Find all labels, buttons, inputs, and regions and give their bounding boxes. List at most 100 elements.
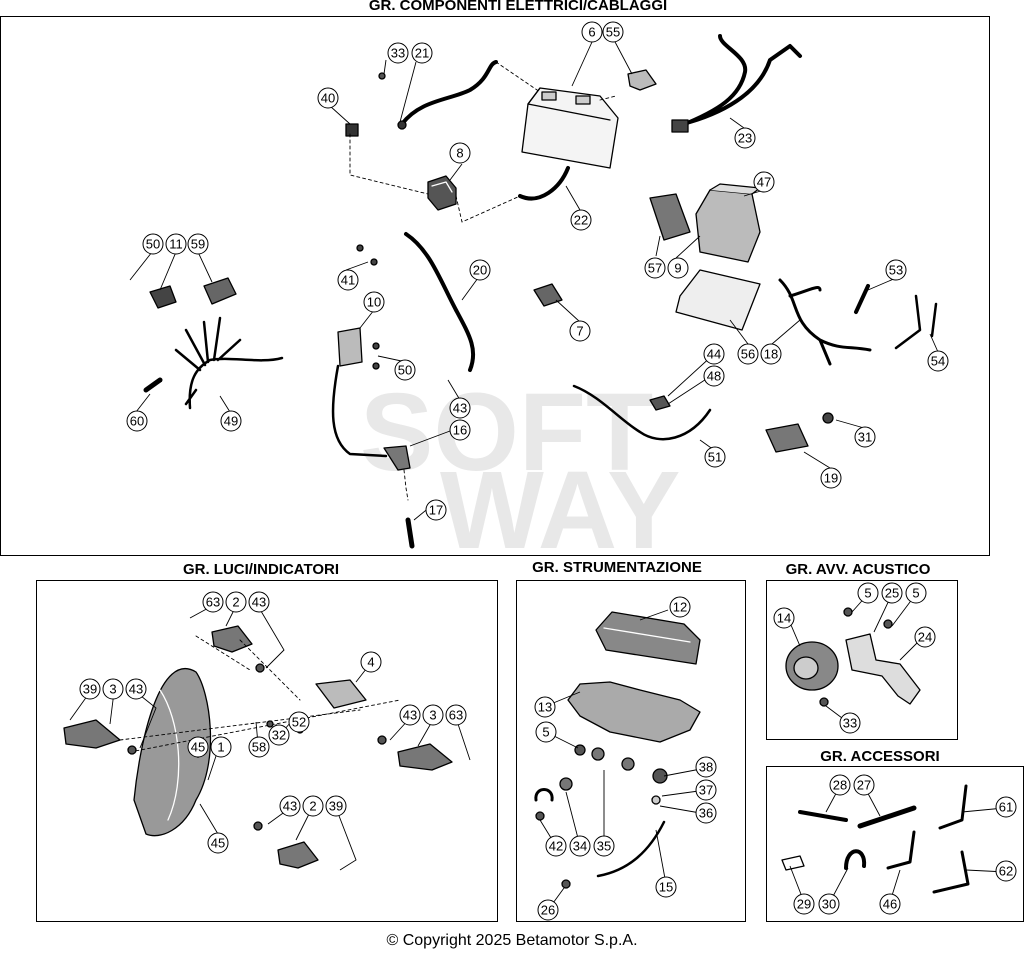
part-callout: 61 xyxy=(995,796,1017,818)
ecu-bracket-56 xyxy=(675,269,761,331)
callout-circle xyxy=(914,626,936,648)
part-callout: 37 xyxy=(695,779,717,801)
part-callout: 31 xyxy=(854,426,876,448)
callout-label: 19 xyxy=(824,471,838,486)
callout-circle xyxy=(995,860,1017,882)
part-callout: 9 xyxy=(667,257,689,279)
fuse-box-7 xyxy=(533,283,563,307)
callout-circle xyxy=(165,233,187,255)
callout-label: 5 xyxy=(864,586,871,601)
part-callout: 17 xyxy=(425,499,447,521)
harness-18 xyxy=(778,278,872,366)
callout-label: 56 xyxy=(741,347,755,362)
callout-label: 57 xyxy=(648,261,662,276)
plate-light xyxy=(315,679,367,709)
relay-19 xyxy=(765,423,809,453)
callout-label: 46 xyxy=(883,897,897,912)
callout-circle xyxy=(695,779,717,801)
part-callout: 45 xyxy=(187,736,209,758)
callout-label: 38 xyxy=(699,760,713,775)
part-callout: 38 xyxy=(695,756,717,778)
part-callout: 56 xyxy=(737,343,759,365)
part-callout: 34 xyxy=(569,835,591,857)
callout-label: 40 xyxy=(321,91,335,106)
callout-label: 37 xyxy=(699,783,713,798)
part-callout: 18 xyxy=(760,343,782,365)
callout-label: 49 xyxy=(224,414,238,429)
battery-cable-21 xyxy=(400,60,498,126)
battery xyxy=(521,87,619,169)
callout-circle xyxy=(425,499,447,521)
callout-circle xyxy=(569,835,591,857)
callout-label: 11 xyxy=(169,237,183,252)
tool-27 xyxy=(857,805,917,829)
part-callout: 27 xyxy=(853,774,875,796)
mount-40 xyxy=(345,123,359,137)
callout-circle xyxy=(839,712,861,734)
callout-circle xyxy=(225,591,247,613)
part-callout: 22 xyxy=(570,209,592,231)
callout-circle xyxy=(703,365,725,387)
callout-label: 20 xyxy=(473,263,487,278)
callout-label: 10 xyxy=(367,295,381,310)
watermark: SOFT WAY xyxy=(360,371,680,572)
part-callout: 35 xyxy=(593,835,615,857)
callout-circle xyxy=(753,171,775,193)
callout-circle xyxy=(537,899,559,921)
callout-circle xyxy=(207,832,229,854)
callout-circle xyxy=(793,893,815,915)
callout-circle xyxy=(210,736,232,758)
tool-46 xyxy=(886,830,916,870)
part-callout: 58 xyxy=(248,736,270,758)
clip-29 xyxy=(781,855,805,871)
callout-circle xyxy=(363,291,385,313)
callout-label: 43 xyxy=(252,595,266,610)
part-callout: 63 xyxy=(202,591,224,613)
part-callout: 3 xyxy=(102,678,124,700)
callout-circle xyxy=(853,774,875,796)
horn-title: GR. AVV. ACUSTICO xyxy=(785,561,931,578)
part-callout: 11 xyxy=(165,233,187,255)
callout-label: 1 xyxy=(217,740,224,755)
bracket-48 xyxy=(649,395,671,411)
callout-label: 3 xyxy=(429,708,436,723)
callout-label: 44 xyxy=(707,347,721,362)
harness-23 xyxy=(678,34,802,128)
callout-circle xyxy=(535,721,557,743)
callout-label: 32 xyxy=(272,728,286,743)
part-callout: 40 xyxy=(317,87,339,109)
part-callout: 54 xyxy=(927,350,949,372)
callout-label: 52 xyxy=(292,715,306,730)
callout-circle xyxy=(593,835,615,857)
callout-circle xyxy=(570,209,592,231)
battery-terminal-cover xyxy=(627,69,657,91)
callout-label: 18 xyxy=(764,347,778,362)
instrument-cluster xyxy=(595,611,701,665)
part-callout: 2 xyxy=(225,591,247,613)
callout-label: 59 xyxy=(191,237,205,252)
part-callout: 2 xyxy=(302,795,324,817)
callout-label: 51 xyxy=(708,450,722,465)
part-callout: 10 xyxy=(363,291,385,313)
part-callout: 25 xyxy=(881,582,903,604)
part-callout: 15 xyxy=(655,876,677,898)
callout-label: 48 xyxy=(707,369,721,384)
callout-circle xyxy=(669,596,691,618)
callout-circle xyxy=(829,774,851,796)
callout-circle xyxy=(268,724,290,746)
callout-circle xyxy=(905,582,927,604)
ecu-assembly xyxy=(649,183,761,263)
callout-circle xyxy=(737,343,759,365)
callout-circle xyxy=(569,320,591,342)
part-callout: 43 xyxy=(125,678,147,700)
callout-circle xyxy=(644,257,666,279)
callout-label: 33 xyxy=(843,716,857,731)
callout-circle xyxy=(449,419,471,441)
part-callout: 29 xyxy=(793,893,815,915)
part-callout: 26 xyxy=(537,899,559,921)
callout-label: 16 xyxy=(453,423,467,438)
callout-label: 63 xyxy=(449,708,463,723)
callout-label: 28 xyxy=(833,778,847,793)
